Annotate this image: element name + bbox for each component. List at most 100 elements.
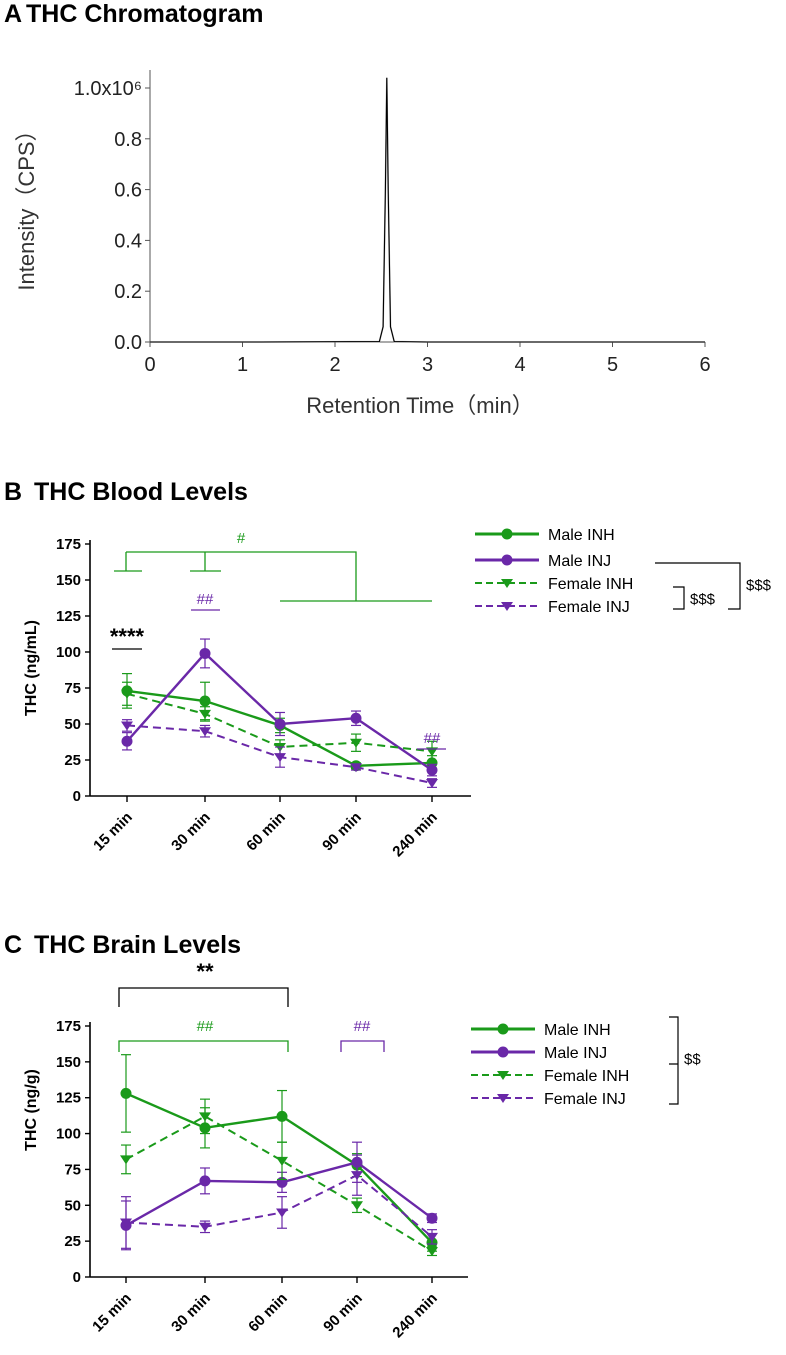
brain-female-inj-point [120,1218,132,1228]
brain-hash-green-bracket [118,1040,289,1052]
chromatogram-x-axis-title: Retention Time（min） [306,393,533,418]
blood-legend-female-inj-marker [501,602,513,611]
blood-series [121,638,438,789]
panel-b-title: THC Blood Levels [34,478,248,506]
chromatogram-y-tick-label: 0.8 [114,129,142,151]
blood-male-inj-point [199,647,211,659]
panel-c-title: THC Brain Levels [34,931,241,959]
blood-stars-label: **** [110,624,145,649]
brain-female-inj-point [199,1222,211,1232]
blood-x-tick-label: 30 min [168,809,214,855]
blood-legend-male-inh-marker [501,528,513,540]
panel-a-letter: A [4,0,22,28]
chromatogram-x-tick-label: 6 [699,354,710,376]
brain-y-tick-label: 100 [56,1126,81,1143]
blood-y-axis-title: THC (ng/mL) [23,620,40,716]
blood-legend-female-inj-label: Female INJ [548,599,630,616]
blood-female-inj-point [121,721,133,731]
chromatogram-y-tick-label: 1.0x10⁶ [74,78,142,100]
brain-legend-male-inh-marker [497,1023,509,1035]
blood-y-tick-label: 75 [64,680,81,697]
brain-legend-dollar: $$ [684,1051,701,1068]
brain-hash-purple-bracket [340,1040,385,1052]
blood-y-tick-label: 175 [56,536,81,553]
blood-male-inj-point [121,735,133,747]
blood-legend-male-inj-marker [501,554,513,566]
brain-legend-female-inj-label: Female INJ [544,1091,626,1108]
blood-female-inj-point [199,727,211,737]
chromatogram-y-axis-title: Intensity（CPS） [14,119,39,290]
chromatogram-y-tick-label: 0.2 [114,281,142,303]
chromatogram-x-tick-label: 5 [607,354,618,376]
chromatogram-x-tick-label: 1 [237,354,248,376]
brain-x-tick-label: 30 min [168,1290,214,1336]
brain-legend-male-inj-label: Male INJ [544,1045,607,1062]
brain-legend-male-inh-label: Male INH [544,1022,611,1039]
chromatogram-x-tick-label: 0 [144,354,155,376]
blood-legend-bracket-inner [673,586,685,610]
brain-female-inj-point [276,1208,288,1218]
panel-a-title: THC Chromatogram [26,0,264,28]
blood-hash-label: # [237,530,246,547]
brain-y-tick-label: 150 [56,1054,81,1071]
blood-legend-male-inh-label: Male INH [548,527,615,544]
brain-y-tick-label: 125 [56,1090,81,1107]
brain-legend-bracket [669,1016,679,1105]
chromatogram-x-tick-label: 2 [329,354,340,376]
brain-legend-female-inh-marker [497,1071,509,1080]
brain-x-tick-label: 60 min [245,1290,291,1336]
blood-significance: # ## ## **** [110,530,446,750]
blood-y-tick-label: 0 [73,788,81,805]
brain-stars-label: ** [196,959,214,984]
blood-legend-dollar-inner: $$$ [690,591,716,608]
brain-legend-male-inj-marker [497,1046,509,1058]
brain-y-tick-label: 75 [64,1161,81,1178]
brain-hash-green-label: ## [197,1018,214,1035]
brain-hash-purple-label: ## [354,1018,371,1035]
blood-x-tick-label: 240 min [389,809,441,861]
blood-female-inj-point [426,779,438,789]
brain-x-tick-label: 240 min [389,1290,441,1342]
blood-male-inj-point [426,764,438,776]
brain-y-tick-label: 50 [64,1197,81,1214]
brain-female-inh-point [351,1201,363,1211]
brain-stars-bracket [118,987,289,1007]
brain-male-inj-point [199,1175,211,1187]
brain-female-inh-point [276,1156,288,1166]
panel-b-letter: B [4,478,22,506]
chromatogram-y-tick-label: 0.4 [114,230,142,252]
brain-significance: ** ## ## [118,959,385,1052]
brain-female-inh-line [125,1115,433,1253]
blood-hash-bracket [114,551,432,602]
chromatogram-x-tick-label: 3 [422,354,433,376]
brain-male-inj-point [426,1212,438,1224]
brain-legend: Male INH Male INJ Female INH Female INJ … [471,1016,701,1108]
panel-c-letter: C [4,931,22,959]
brain-y-tick-label: 175 [56,1018,81,1035]
blood-male-inj-point [350,712,362,724]
blood-y-tick-label: 150 [56,572,81,589]
blood-legend-dollar-outer: $$$ [746,577,772,594]
brain-legend-female-inh-label: Female INH [544,1068,629,1085]
blood-male-inh-point [199,695,211,707]
chromatogram-x-tick-label: 4 [514,354,525,376]
panel-c: C THC Brain Levels THC (ng/g) 0255075100… [4,931,701,1341]
blood-y-tick-label: 25 [64,752,81,769]
chromatogram-trace [150,77,705,343]
blood-male-inj-point [274,718,286,730]
blood-hash-240-label: ## [424,730,441,747]
blood-y-tick-label: 125 [56,608,81,625]
panel-b: B THC Blood Levels THC (ng/mL) 025507510… [4,478,772,860]
brain-male-inh-point [276,1110,288,1122]
chromatogram-y-tick-label: 0.6 [114,180,142,202]
brain-male-inh-point [120,1087,132,1099]
blood-legend-female-inh-label: Female INH [548,576,633,593]
blood-x-tick-label: 60 min [243,809,289,855]
blood-x-tick-label: 90 min [319,809,365,855]
brain-y-tick-label: 25 [64,1233,81,1250]
blood-female-inj-point [350,763,362,773]
